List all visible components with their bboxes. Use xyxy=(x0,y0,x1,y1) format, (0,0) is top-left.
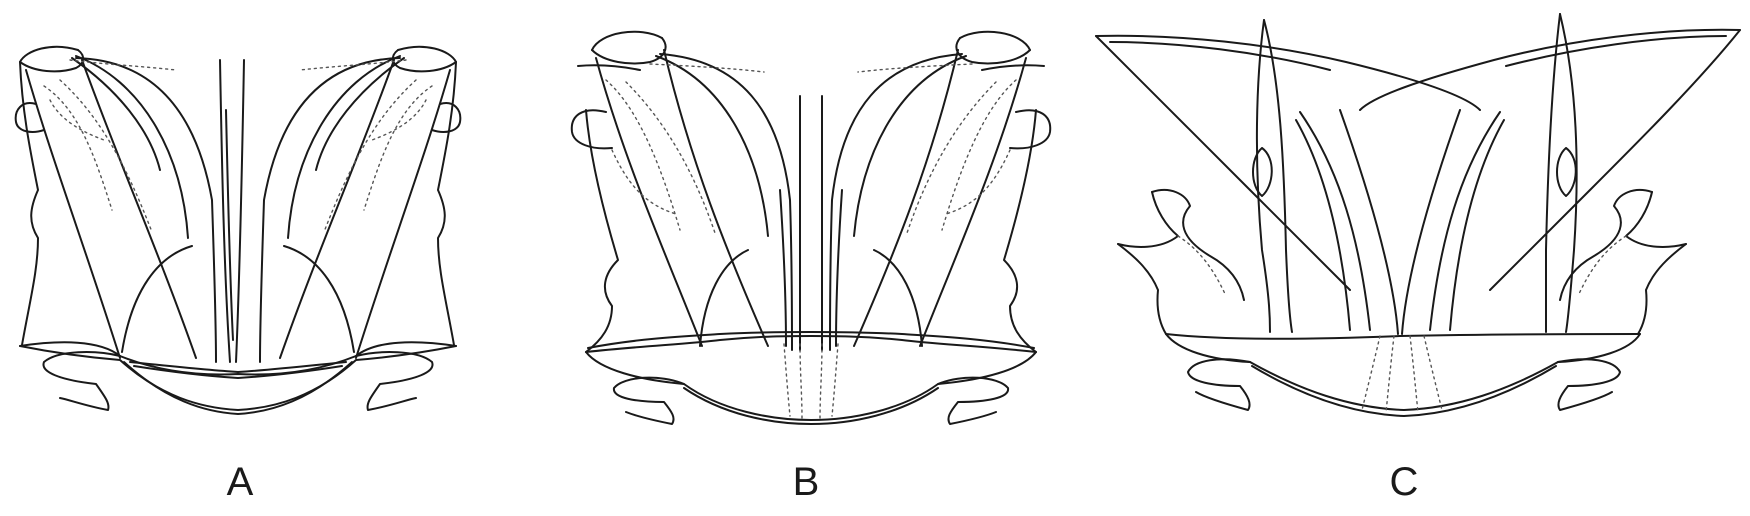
panel-a-label: A xyxy=(226,460,254,504)
panel-b-label: B xyxy=(792,460,820,504)
panel-c-drawing xyxy=(1095,13,1741,417)
panel-b-drawing xyxy=(570,30,1052,425)
panel-a-drawing xyxy=(14,45,462,415)
panel-c-label: C xyxy=(1389,460,1419,504)
